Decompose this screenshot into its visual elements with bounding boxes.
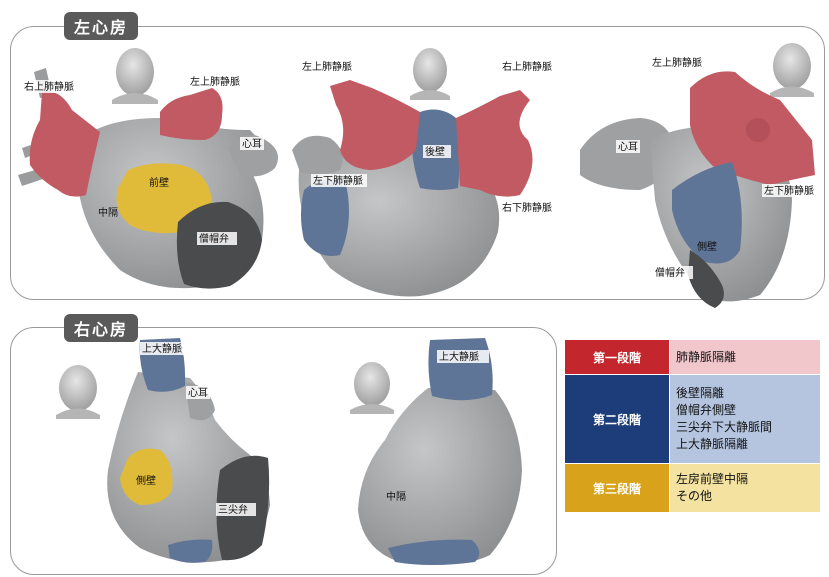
- label-mitral-3: 僧帽弁: [655, 266, 685, 279]
- label-posterior-2: 後壁: [425, 145, 445, 158]
- label-septum-1: 中隔: [98, 206, 118, 219]
- label-lupv-2: 左上肺静脈: [302, 60, 352, 73]
- legend-stage2-item: 三尖弁下大静脈間: [676, 419, 814, 436]
- legend-stage1-item: 肺静脈隔離: [676, 349, 814, 366]
- legend-row-stage1: 第一段階 肺静脈隔離: [565, 340, 821, 375]
- label-septum-ra2: 中隔: [386, 490, 406, 503]
- la-view1-anterior-view: 右上肺静脈 左上肺静脈 心耳 前壁 中隔 僧帽弁: [18, 48, 278, 289]
- lupv-region: [160, 88, 223, 140]
- lupv-region-2: [330, 80, 420, 170]
- head-orientation-icon: [770, 43, 814, 97]
- la-view2-posterior-view: 左上肺静脈 右上肺静脈 後壁 左下肺静脈 右下肺静脈: [292, 48, 556, 296]
- label-lateral-3: 側壁: [697, 240, 717, 253]
- label-lipv-2: 左下肺静脈: [313, 174, 363, 187]
- label-lateral-ra1: 側壁: [136, 474, 156, 487]
- legend-stage1-desc: 肺静脈隔離: [670, 340, 821, 375]
- legend-stage2-label: 第二段階: [565, 375, 670, 464]
- ra-view2-septal-view: 上大静脈 中隔: [350, 338, 522, 565]
- legend-stage3-item: 左房前壁中隔: [676, 471, 814, 488]
- legend-stage2-item: 後壁隔離: [676, 385, 814, 402]
- legend-stage2-item: 上大静脈隔離: [676, 436, 814, 453]
- legend-stage3-item: その他: [676, 488, 814, 505]
- legend-row-stage3: 第三段階 左房前壁中隔 その他: [565, 464, 821, 513]
- legend-stage3-desc: 左房前壁中隔 その他: [670, 464, 821, 513]
- rupv-region-2: [456, 90, 533, 197]
- label-lupv-3: 左上肺静脈: [652, 56, 702, 69]
- mitral-valve-region: [177, 202, 262, 289]
- la-view2-appendage: [292, 136, 342, 175]
- head-orientation-icon: [112, 48, 158, 104]
- label-appendage-3: 心耳: [618, 141, 638, 153]
- la-view3-lateral-view: 左上肺静脈 心耳 左下肺静脈 側壁 僧帽弁: [580, 43, 822, 308]
- label-lupv-1: 左上肺静脈: [190, 75, 240, 88]
- label-appendage-ra1: 心耳: [188, 387, 208, 399]
- label-svc-1: 上大静脈: [142, 342, 182, 355]
- label-ripv-2: 右下肺静脈: [502, 201, 552, 214]
- ra-view1-lateral-view: 上大静脈 心耳 側壁 三尖弁: [56, 338, 270, 563]
- stage-legend: 第一段階 肺静脈隔離 第二段階 後壁隔離 僧帽弁側壁 三尖弁下大静脈間 上大静脈…: [564, 339, 821, 513]
- label-lipv-3: 左下肺静脈: [764, 184, 814, 197]
- legend-stage2-desc: 後壁隔離 僧帽弁側壁 三尖弁下大静脈間 上大静脈隔離: [670, 375, 821, 464]
- head-orientation-icon: [350, 362, 394, 414]
- label-rupv-1: 右上肺静脈: [24, 80, 74, 93]
- head-orientation-icon: [410, 48, 450, 100]
- svc-region-2: [428, 338, 492, 400]
- legend-stage2-item: 僧帽弁側壁: [676, 402, 814, 419]
- label-svc-2: 上大静脈: [439, 350, 479, 363]
- label-tricuspid-ra1: 三尖弁: [218, 503, 248, 516]
- label-mitral-1: 僧帽弁: [199, 232, 229, 245]
- head-orientation-icon: [56, 365, 100, 419]
- label-anterior-1: 前壁: [149, 176, 169, 189]
- legend-stage1-label: 第一段階: [565, 340, 670, 375]
- legend-stage3-label: 第三段階: [565, 464, 670, 513]
- label-appendage-1: 心耳: [242, 138, 262, 150]
- pv-ostium: [746, 118, 770, 142]
- lipv-side-region: [301, 179, 349, 256]
- legend-row-stage2: 第二段階 後壁隔離 僧帽弁側壁 三尖弁下大静脈間 上大静脈隔離: [565, 375, 821, 464]
- ra-view2-body: [358, 388, 522, 565]
- label-rupv-2: 右上肺静脈: [502, 60, 552, 73]
